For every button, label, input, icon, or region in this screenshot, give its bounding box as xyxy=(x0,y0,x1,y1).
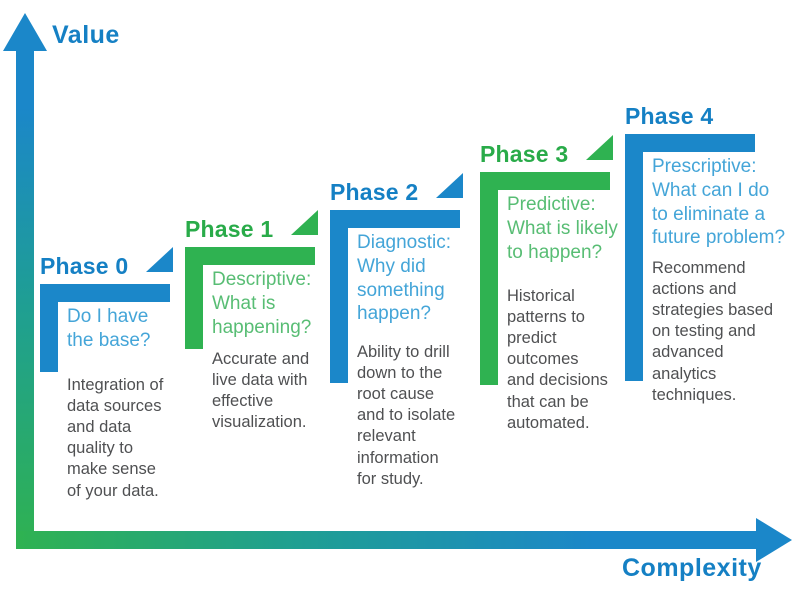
phase-2-group: Phase 2 Diagnostic: Why did something ha… xyxy=(330,173,480,488)
y-axis-label: Value xyxy=(52,21,120,49)
triangle-flag-icon xyxy=(586,135,613,160)
phase-2-question: Diagnostic: Why did something happen? xyxy=(357,232,451,325)
phase-1-bracket xyxy=(185,247,315,349)
phase-4-question: Prescriptive: What can I do to eliminate… xyxy=(652,156,786,249)
phase-0-bracket xyxy=(40,284,170,372)
arrow-right-icon xyxy=(756,518,792,562)
phase-3-question: Predictive: What is likely to happen? xyxy=(507,194,618,263)
phase-0-group: Phase 0 Do I have the base? Integration … xyxy=(40,247,190,500)
phase-2-bracket xyxy=(330,210,460,383)
phase-4-group: Phase 4 Prescriptive: What can I do to e… xyxy=(625,103,785,404)
phase-1-group: Phase 1 Descriptive: What is happening? … xyxy=(185,210,335,431)
phase-1-question: Descriptive: What is happening? xyxy=(212,269,312,338)
arrow-up-icon xyxy=(3,13,47,51)
phase-2-description: Ability to drill down to the root cause … xyxy=(357,343,456,488)
phase-4-title: Phase 4 xyxy=(625,103,714,129)
x-axis-label: Complexity xyxy=(622,554,762,582)
y-axis-line xyxy=(16,48,34,548)
phase-4-description: Recommend actions and strategies based o… xyxy=(652,259,774,404)
phase-0-question: Do I have the base? xyxy=(67,306,151,351)
phase-1-title: Phase 1 xyxy=(185,216,274,242)
phase-3-title: Phase 3 xyxy=(480,141,569,167)
triangle-flag-icon xyxy=(291,210,318,235)
phase-1-description: Accurate and live data with effective vi… xyxy=(212,350,310,432)
phase-3-description: Historical patterns to predict outcomes … xyxy=(507,287,608,432)
triangle-flag-icon xyxy=(146,247,173,272)
phase-3-group: Phase 3 Predictive: What is likely to ha… xyxy=(480,135,630,432)
triangle-flag-icon xyxy=(436,173,463,198)
phase-0-title: Phase 0 xyxy=(40,253,129,279)
phase-2-title: Phase 2 xyxy=(330,179,419,205)
x-axis-line xyxy=(16,531,757,549)
phase-0-description: Integration of data sources and data qua… xyxy=(67,376,164,500)
phase-4-bracket xyxy=(625,134,755,381)
phase-3-bracket xyxy=(480,172,610,385)
